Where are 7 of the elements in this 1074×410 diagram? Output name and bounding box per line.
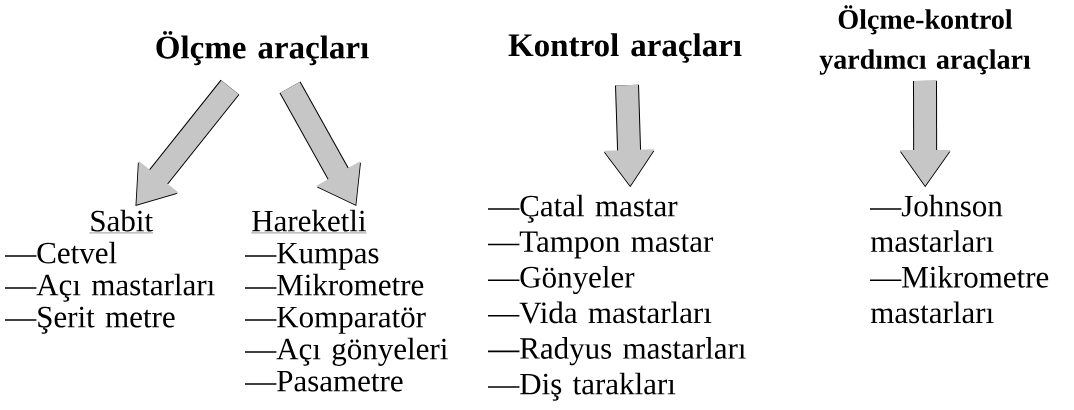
list-text: —Johnson mastarları —Mikrometre mastarları bbox=[870, 194, 1049, 324]
heading: Kontrol araçları bbox=[508, 33, 742, 63]
list-text: Sabit —Cetvel —Açı mastarları —Şerit metre bbox=[5, 209, 215, 334]
list-text: Hareketli —Kumpas —Mikrometre —Komparatör —Açı gönyeleri —Pasametre bbox=[245, 209, 448, 392]
heading: Ölçme araçları bbox=[156, 30, 369, 66]
heading: Ölçme-kontrol yardımcı araçları bbox=[819, 5, 1031, 75]
list-text: —Çatal mastar —Tampon mastar —Gönyeler —Vida mastarları —Radyus mastarları —Diş tarakları bbox=[488, 194, 746, 401]
